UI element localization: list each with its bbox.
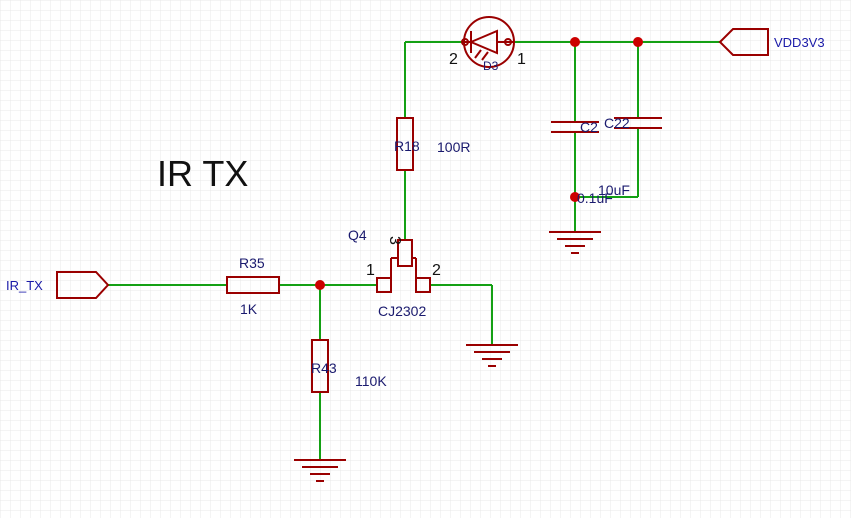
q4-pin1-label: 1 xyxy=(366,262,375,279)
junction-cap-gnd xyxy=(570,192,580,202)
junctions xyxy=(315,37,643,290)
symbols xyxy=(56,16,769,482)
q4-ref: Q4 xyxy=(348,227,367,243)
r35-ref: R35 xyxy=(239,255,265,271)
junction-c22 xyxy=(633,37,643,47)
r18-ref: R18 xyxy=(394,138,420,154)
r18-body xyxy=(396,117,414,171)
r43-ref: R43 xyxy=(311,360,337,376)
junction-c2 xyxy=(570,37,580,47)
c2-value: 0.1uF xyxy=(577,190,613,206)
d3-body xyxy=(463,16,515,68)
vdd-port-symbol xyxy=(718,28,769,56)
c2-ref: C2 xyxy=(580,119,598,135)
r35-body xyxy=(226,276,280,294)
q4-pin3-label: 3 xyxy=(386,236,403,245)
q4-pad-3 xyxy=(397,239,413,267)
net-label-irtx: IR_TX xyxy=(6,278,43,293)
schematic-title: IR TX xyxy=(157,153,248,194)
q4-part: CJ2302 xyxy=(378,303,426,319)
wires xyxy=(108,41,720,460)
q4-pin2-label: 2 xyxy=(432,262,441,279)
d3-arrow-2 xyxy=(481,51,489,61)
ground-r43 xyxy=(294,459,346,482)
d3-pin-anode-label: 2 xyxy=(449,51,458,68)
r43-body xyxy=(311,339,329,393)
irtx-port-symbol xyxy=(56,271,110,299)
d3-ref: D3 xyxy=(483,59,499,73)
net-label-vdd: VDD3V3 xyxy=(774,35,825,50)
junction-gate xyxy=(315,280,325,290)
c22-ref: C22 xyxy=(604,115,630,131)
r35-value: 1K xyxy=(240,301,258,317)
r43-value: 110K xyxy=(355,373,387,389)
ground-q4 xyxy=(466,344,518,367)
ground-caps xyxy=(549,231,601,254)
d3-arrow-1 xyxy=(474,49,482,59)
d3-pin-a xyxy=(461,38,469,46)
r18-value: 100R xyxy=(437,139,470,155)
c22-value: 10uF xyxy=(598,182,630,198)
d3-pin-k xyxy=(504,38,512,46)
d3-pin-cathode-label: 1 xyxy=(517,51,526,68)
